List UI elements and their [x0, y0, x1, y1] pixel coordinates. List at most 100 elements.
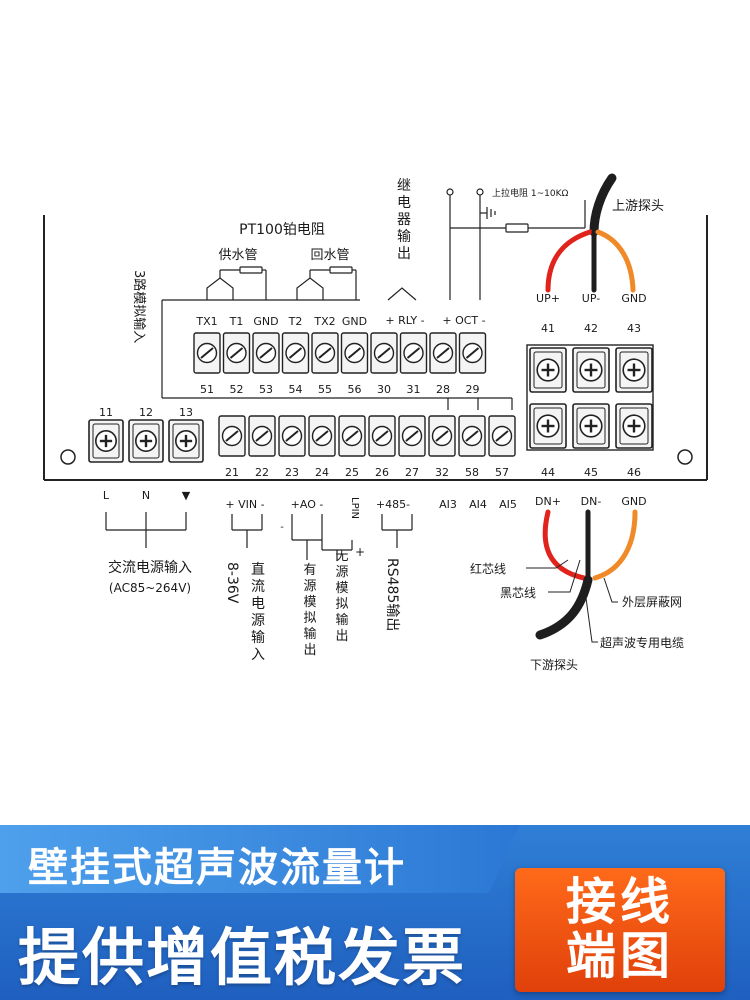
downstream-probe-label: 下游探头 — [530, 658, 578, 672]
upper-terminal — [429, 332, 457, 374]
terminal-name: DN+ — [535, 495, 561, 508]
terminal-name: T1 — [229, 315, 244, 328]
relay-output-label: 继电器输出 — [397, 178, 411, 262]
terminal-number: 58 — [465, 466, 479, 479]
pt100-label: PT100铂电阻 — [239, 222, 325, 238]
terminal-name: TX2 — [313, 315, 335, 328]
terminal-name: UP- — [582, 292, 600, 305]
upstream-terminal — [572, 347, 610, 393]
upper-terminal — [340, 332, 369, 374]
vin-label: + VIN - — [225, 498, 264, 511]
cable-callouts — [526, 559, 618, 643]
terminal-number: 24 — [315, 466, 329, 479]
downstream-terminal — [572, 403, 610, 449]
lower-terminal — [428, 415, 456, 457]
upstream-cable — [545, 173, 636, 293]
terminal-number: 46 — [627, 466, 641, 479]
terminal-number: 43 — [627, 322, 641, 335]
upper-terminal — [281, 332, 310, 374]
terminal-number: 29 — [466, 383, 480, 396]
terminal-number: 51 — [200, 383, 214, 396]
downstream-cable — [535, 509, 638, 640]
terminal-number: 26 — [375, 466, 389, 479]
lpin-label: LPIN — [349, 497, 360, 519]
cable-label: 超声波专用电缆 — [600, 635, 684, 650]
upper-terminal — [399, 332, 428, 374]
downstream-terminal — [529, 403, 567, 449]
upper-terminal — [252, 332, 280, 374]
analog-input-bracket — [161, 299, 513, 410]
rly-label: + RLY - — [385, 314, 424, 327]
shield-label: 外层屏蔽网 — [622, 595, 682, 609]
downstream-terminal — [615, 403, 653, 449]
terminal-name: N — [142, 489, 150, 502]
pullup-network — [446, 188, 586, 300]
terminal-blocks — [88, 332, 654, 463]
terminal-number: 42 — [584, 322, 598, 335]
terminal-name: UP+ — [536, 292, 560, 305]
mount-hole-right — [677, 449, 693, 465]
wiring-badge: 接线 端图 — [515, 868, 725, 992]
terminal-number: 53 — [259, 383, 273, 396]
red-core-label: 红芯线 — [470, 561, 506, 576]
terminal-name: T2 — [288, 315, 303, 328]
upstream-terminal — [529, 347, 567, 393]
terminal-name: L — [103, 489, 110, 502]
lower-terminal — [488, 415, 516, 457]
terminal-number: 23 — [285, 466, 299, 479]
ai5-label: AI5 — [499, 498, 517, 511]
terminal-number: 32 — [435, 466, 449, 479]
lower-terminal — [368, 415, 396, 457]
upper-terminal — [193, 332, 221, 374]
terminal-name: GND — [253, 315, 278, 328]
terminal-number: 52 — [230, 383, 244, 396]
terminal-name: GND — [621, 495, 646, 508]
terminal-number: 55 — [318, 383, 332, 396]
banner-main-text: 提供增值税发票 — [18, 921, 467, 994]
lower-terminal — [398, 415, 426, 457]
relay-bracket — [387, 287, 417, 301]
lower-terminal — [248, 415, 276, 457]
upstream-probe-label: 上游探头 — [612, 199, 664, 214]
terminal-name: GND — [342, 315, 367, 328]
badge-line2: 端图 — [566, 927, 674, 985]
passive-plus-mark: + — [355, 545, 365, 559]
terminal-number: 54 — [289, 383, 303, 396]
terminal-number: 28 — [436, 383, 450, 396]
banner-title-band — [0, 825, 520, 893]
rs485-out-label: RS485输出 — [384, 558, 400, 631]
terminal-name: DN- — [581, 495, 602, 508]
pullup-label: 上拉电阻 1~10KΩ — [492, 187, 568, 199]
dc-range-label: 8-36V — [224, 562, 240, 604]
terminal-name: ▼ — [182, 489, 191, 502]
terminal-number: 56 — [348, 383, 362, 396]
terminal-number: 31 — [407, 383, 421, 396]
enclosure — [43, 215, 708, 481]
power-terminal — [168, 419, 204, 463]
return-pipe-label: 回水管 — [310, 248, 349, 263]
terminal-number: 30 — [377, 383, 391, 396]
terminal-number: 45 — [584, 466, 598, 479]
badge-line1: 接线 — [566, 873, 674, 931]
banner-title: 壁挂式超声波流量计 — [28, 845, 406, 891]
upper-terminal — [311, 332, 339, 374]
black-core-label: 黑芯线 — [500, 586, 536, 600]
terminal-number: 12 — [139, 406, 153, 419]
pt100-sensors — [206, 266, 357, 300]
lower-terminal — [278, 415, 306, 457]
terminal-number: 22 — [255, 466, 269, 479]
terminal-number: 57 — [495, 466, 509, 479]
ao-label: +AO - — [291, 498, 324, 511]
terminal-number: 27 — [405, 466, 419, 479]
upstream-terminal — [615, 347, 653, 393]
rs485-pin-label: +485- — [376, 498, 410, 511]
lower-terminal — [308, 415, 336, 457]
lower-terminal — [458, 415, 486, 457]
ac-range-label: (AC85~264V) — [109, 581, 191, 595]
active-output-label: 有源模拟输出 — [303, 563, 316, 658]
power-terminal — [88, 419, 124, 463]
dc-power-label: 直流电源输入 — [251, 561, 265, 663]
ai4-label: AI4 — [469, 498, 487, 511]
ai3-label: AI3 — [439, 498, 457, 511]
